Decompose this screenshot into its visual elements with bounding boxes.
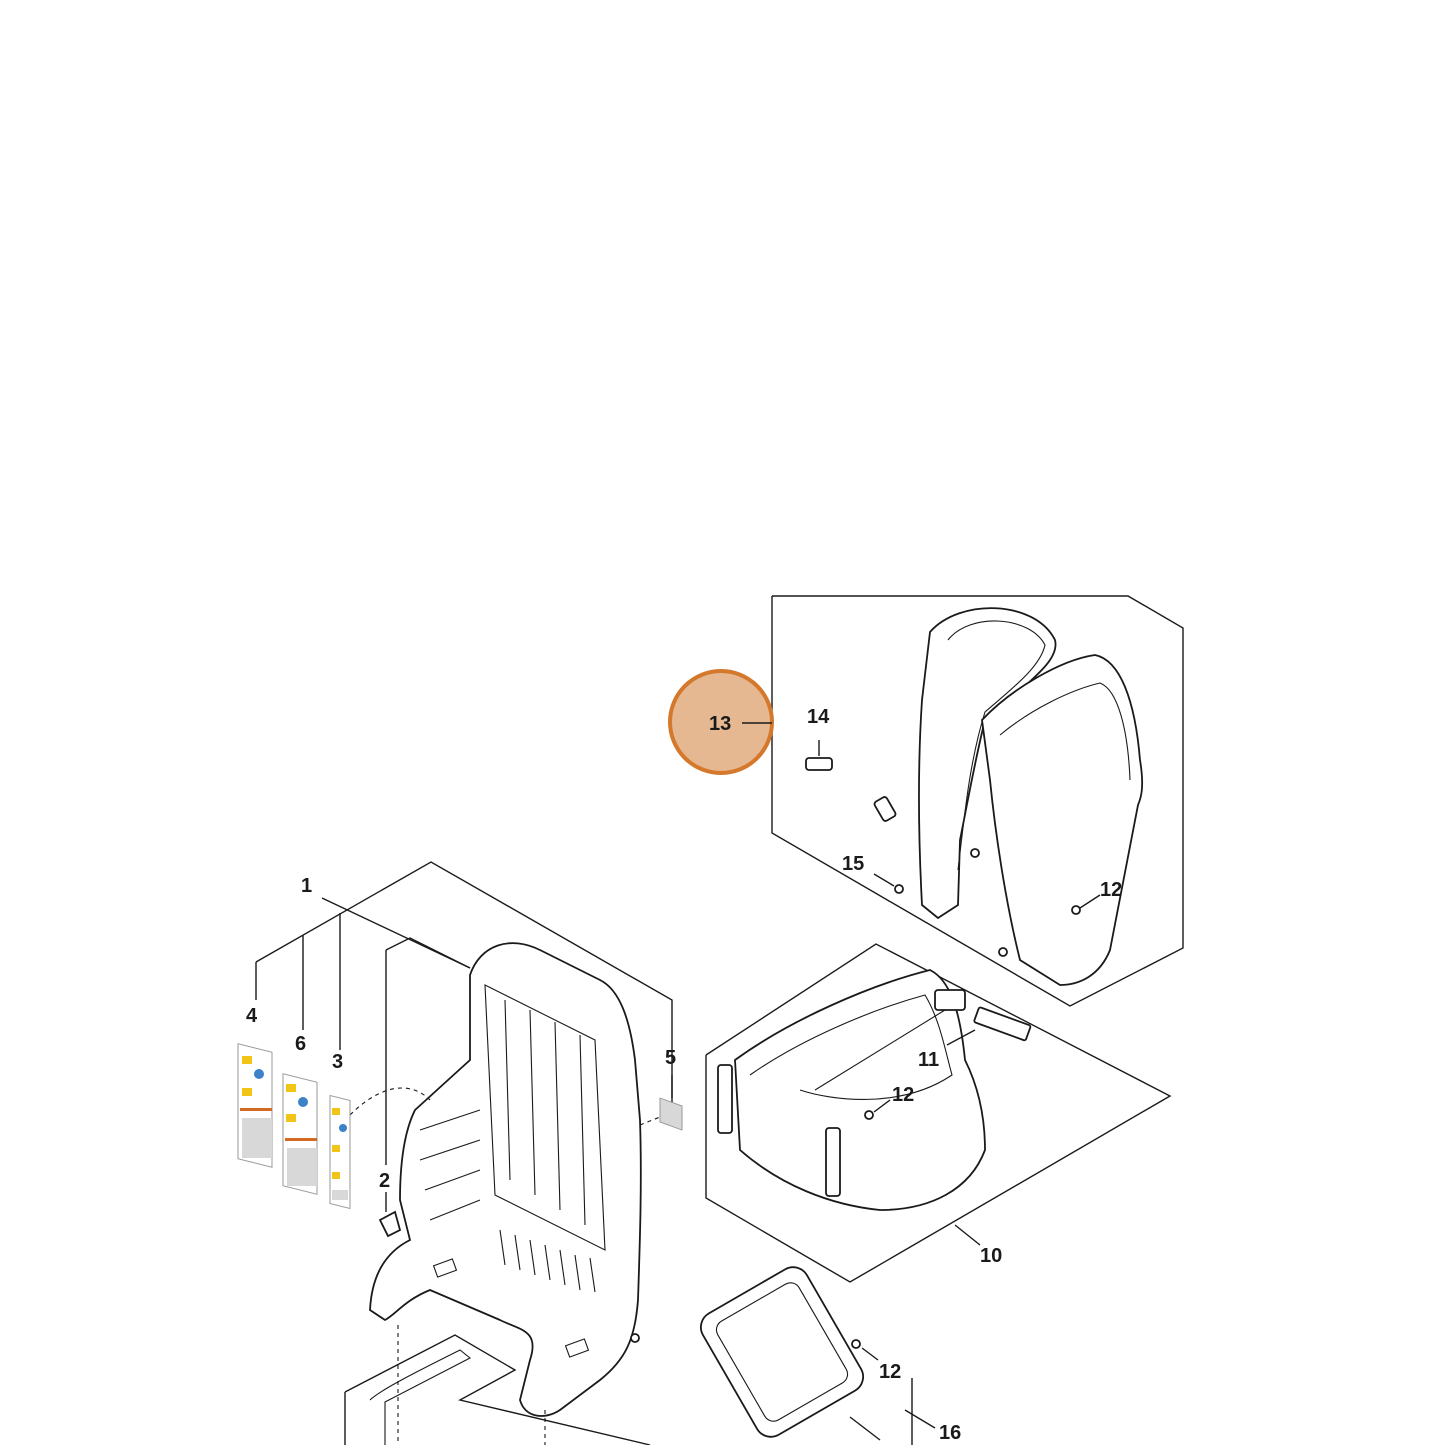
- back-pad: [918, 607, 1057, 920]
- strap-11: [973, 1006, 1032, 1042]
- back-cushion: [981, 654, 1143, 986]
- callout-labels: 1 4 6 3 2 5 14 15 12 11 12 10 12 16: [246, 706, 1122, 1444]
- screw-a: [970, 848, 980, 858]
- nut-15: [894, 884, 904, 894]
- callout-2[interactable]: 2: [379, 1170, 390, 1192]
- callout-4[interactable]: 4: [246, 1005, 258, 1027]
- clip-14: [805, 757, 833, 771]
- callout-11[interactable]: 11: [918, 1049, 939, 1071]
- back-pad-group: [771, 595, 1184, 1007]
- backplate-1: [369, 942, 642, 1417]
- callout-12-upper[interactable]: 12: [1100, 879, 1122, 901]
- frame-group: [237, 861, 683, 1445]
- callout-6[interactable]: 6: [295, 1033, 306, 1055]
- callout-13[interactable]: 13: [709, 713, 731, 735]
- warning-label-4: [237, 1043, 273, 1168]
- callout-16[interactable]: 16: [939, 1422, 961, 1444]
- highlighted-callout-13[interactable]: 13: [668, 669, 774, 775]
- callout-1[interactable]: 1: [301, 875, 312, 897]
- screw-c: [998, 947, 1008, 957]
- lower-pad-group: [699, 1266, 936, 1445]
- clip-2: [378, 1210, 402, 1238]
- spacer: [873, 796, 897, 822]
- callout-12-belt[interactable]: 12: [892, 1084, 914, 1106]
- hip-belt: [734, 969, 986, 1211]
- callout-15[interactable]: 15: [842, 853, 864, 875]
- decal-5: [659, 1097, 683, 1131]
- screw-12-belt: [864, 1110, 874, 1120]
- screw-b: [1071, 905, 1081, 915]
- warning-label-6: [282, 1073, 318, 1195]
- warning-label-3: [329, 1094, 351, 1210]
- hip-belt-group: [705, 943, 1172, 1283]
- pad-16: [699, 1266, 865, 1438]
- callout-12-lower[interactable]: 12: [879, 1361, 901, 1383]
- callout-10[interactable]: 10: [980, 1245, 1002, 1267]
- highlight-circle: [668, 669, 774, 775]
- belt-pad-right: [825, 1127, 841, 1197]
- callout-5[interactable]: 5: [665, 1047, 676, 1069]
- callout-14[interactable]: 14: [807, 706, 830, 728]
- belt-pad-left: [717, 1064, 733, 1134]
- callout-3[interactable]: 3: [332, 1051, 343, 1073]
- buckle-11: [934, 989, 966, 1011]
- screw-12-pad: [851, 1339, 861, 1349]
